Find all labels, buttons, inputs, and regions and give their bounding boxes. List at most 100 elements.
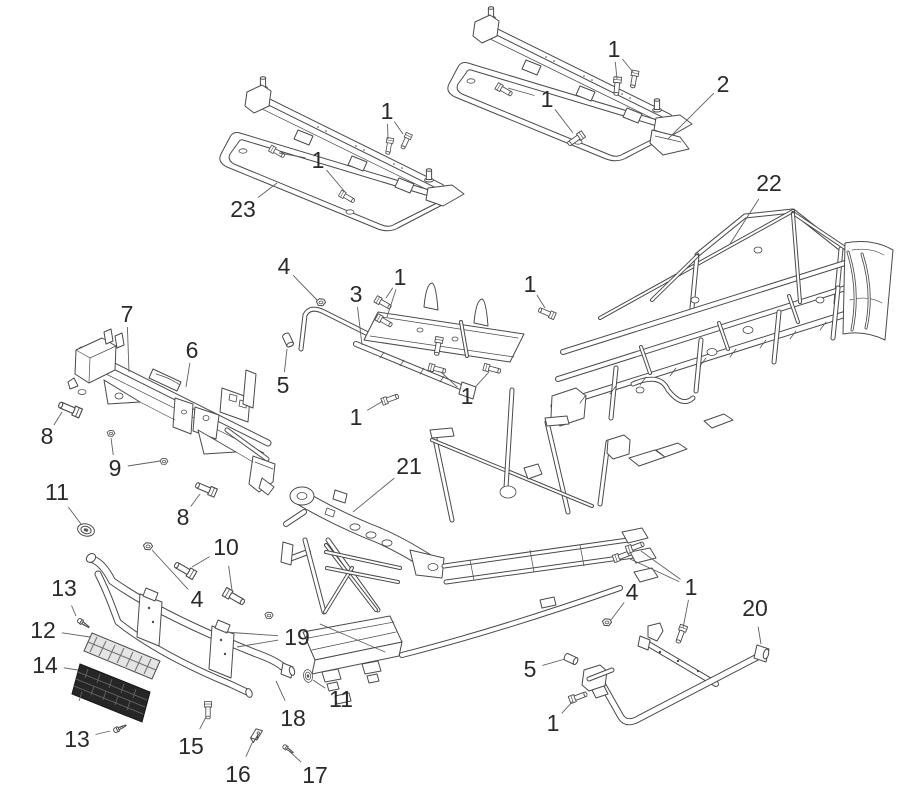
- leader-line: [312, 679, 326, 689]
- callout-label: 17: [302, 762, 328, 788]
- part-21-front-frame-weldment: [280, 387, 659, 705]
- callout-label: 7: [121, 301, 134, 327]
- leader-line: [326, 169, 346, 193]
- leader-line: [61, 632, 91, 638]
- callout-label: 20: [742, 595, 768, 621]
- leader-line: [223, 631, 279, 637]
- callout-label: 15: [178, 733, 204, 759]
- callout-label: 5: [524, 656, 537, 682]
- callout-16: 16: [225, 740, 254, 787]
- callout-label: 3: [350, 281, 363, 307]
- callout-label: 21: [396, 453, 422, 479]
- bolt-icon: [204, 701, 212, 720]
- leader-line: [292, 274, 318, 301]
- callout-label: 10: [213, 534, 239, 560]
- part-18-front-bumper: [85, 553, 296, 698]
- callout-22: 22: [729, 170, 782, 245]
- callout-21: 21: [352, 453, 422, 513]
- leader-line: [561, 700, 574, 714]
- leader-line: [475, 371, 490, 387]
- part-12-grille-screen-upper: [83, 632, 161, 680]
- callout-8: 8: [41, 411, 63, 449]
- leader-line: [682, 599, 689, 629]
- callout-1: 1: [524, 271, 546, 309]
- leader-line: [126, 326, 130, 373]
- part-20-rear-support-rail: [581, 622, 770, 726]
- leader-line: [440, 371, 458, 388]
- callout-label: 1: [524, 271, 537, 297]
- leader-line: [236, 639, 279, 648]
- callout-label: 4: [626, 579, 639, 605]
- callout-10: 10: [191, 534, 239, 591]
- callout-9: 9: [109, 437, 161, 481]
- part-3-bed-support-bracket: [298, 282, 525, 400]
- callout-6: 6: [185, 337, 198, 388]
- leader-line: [385, 287, 394, 299]
- callout-label: 12: [30, 617, 56, 643]
- nut-icon: [106, 430, 116, 437]
- leader-line: [640, 550, 681, 580]
- callout-label: 13: [51, 575, 77, 601]
- leader-line: [151, 549, 189, 590]
- callout-15: 15: [178, 716, 207, 759]
- callout-label: 8: [177, 504, 190, 530]
- callout-4: 4: [610, 579, 639, 621]
- callout-label: 1: [547, 710, 560, 736]
- callout-13: 13: [64, 726, 111, 752]
- leader-line: [614, 61, 618, 80]
- part-19-bumper-bracket: [208, 625, 235, 679]
- callout-label: 19: [284, 624, 310, 650]
- leader-line: [629, 558, 680, 583]
- part-19-bumper-bracket: [136, 593, 163, 647]
- callout-label: 11: [45, 479, 69, 505]
- leader-line: [394, 121, 404, 135]
- part-2-cargo-support-tray-right: [448, 7, 692, 161]
- leader-line: [190, 493, 201, 507]
- leader-line: [667, 92, 715, 140]
- callout-5: 5: [277, 348, 289, 398]
- nut-icon: [142, 542, 154, 551]
- nut-icon: [315, 298, 327, 307]
- callout-label: 1: [461, 383, 474, 409]
- callout-2: 2: [667, 71, 729, 140]
- callout-19: 19: [223, 624, 310, 650]
- callout-20: 20: [742, 595, 768, 645]
- callout-label: 14: [32, 652, 58, 678]
- callout-label: 18: [280, 705, 306, 731]
- callout-label: 1: [394, 264, 407, 290]
- callout-8: 8: [177, 493, 201, 530]
- leader-line: [287, 749, 302, 763]
- leader-line: [536, 294, 546, 309]
- leader-line: [68, 506, 82, 525]
- leader-line: [729, 198, 760, 245]
- leader-line: [621, 58, 634, 73]
- callout-1: 1: [385, 264, 407, 318]
- callout-3: 3: [350, 281, 363, 346]
- leader-line: [352, 477, 395, 513]
- leader-line: [386, 289, 397, 318]
- callout-label: 1: [350, 404, 363, 430]
- leader-line: [199, 716, 207, 730]
- leader-line: [63, 667, 79, 671]
- rail-hatching: [379, 351, 445, 383]
- callout-11: 11: [312, 679, 353, 712]
- callout-4: 4: [151, 549, 204, 612]
- leader-line: [245, 740, 254, 757]
- callout-label: 1: [312, 147, 325, 173]
- leader-line: [191, 556, 210, 568]
- callout-1: 1: [440, 371, 490, 409]
- leader-line: [507, 87, 535, 96]
- callout-label: 8: [41, 423, 54, 449]
- leader-line: [71, 605, 77, 617]
- part-7-front-crossmember: [67, 328, 276, 496]
- callout-1: 1: [278, 147, 346, 193]
- nut-icon: [159, 458, 169, 465]
- leader-line: [185, 362, 191, 388]
- callout-label: 16: [225, 761, 251, 787]
- callout-label: 22: [756, 170, 782, 196]
- leader-line: [53, 411, 63, 426]
- callout-11: 11: [45, 479, 82, 525]
